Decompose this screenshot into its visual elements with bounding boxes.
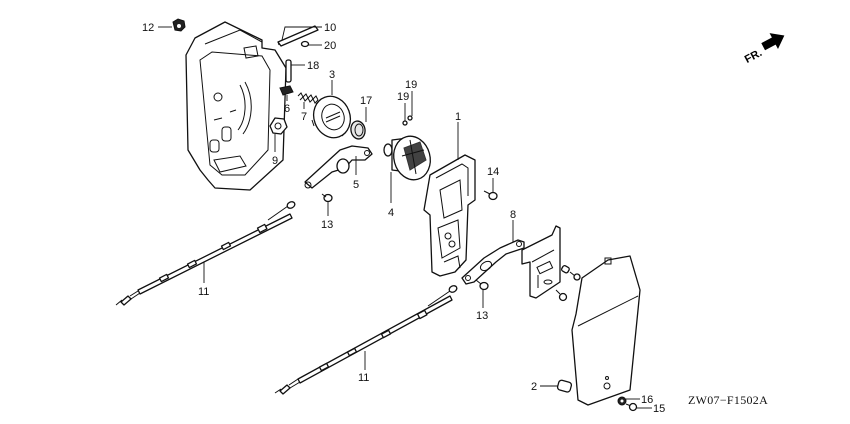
callout-19-b: 19 [405, 79, 417, 91]
callout-7: 7 [301, 111, 307, 123]
part-14-bolt[interactable] [483, 190, 498, 201]
remote-control-case-left[interactable] [185, 21, 287, 191]
part-1-frame[interactable] [423, 154, 476, 277]
part-9-washer[interactable] [269, 117, 288, 135]
callout-18: 18 [307, 60, 319, 72]
part-17-circlip[interactable] [350, 120, 367, 140]
callout-13-b: 13 [476, 310, 488, 322]
front-direction-indicator: FR. [743, 33, 785, 66]
part-8-link[interactable] [461, 239, 525, 285]
callout-17: 17 [360, 95, 372, 107]
part-13-bolt-lower[interactable] [475, 279, 489, 291]
callout-11-b: 11 [358, 372, 369, 384]
diagram-code: ZW07−F1502A [688, 393, 768, 407]
callout-3: 3 [329, 69, 335, 81]
callout-19-a: 19 [397, 91, 409, 103]
part-11-cable-lower[interactable] [274, 284, 458, 395]
arrow-forward-icon [761, 33, 785, 51]
callout-10: 10 [324, 22, 336, 34]
callout-11-a: 11 [198, 286, 209, 298]
callout-5: 5 [353, 179, 359, 191]
front-label: FR. [743, 47, 764, 66]
callout-labels: 12 10 20 18 3 6 7 17 19 19 9 5 1 4 14 13… [142, 22, 665, 415]
callout-12: 12 [142, 22, 154, 34]
part-19-ball-b[interactable] [407, 115, 413, 121]
part-6-detent[interactable] [279, 85, 294, 96]
part-16-washer[interactable] [617, 396, 627, 406]
part-15-screw[interactable] [625, 402, 638, 412]
screw-bracket[interactable] [555, 289, 568, 302]
callout-8: 8 [510, 209, 516, 221]
part-4-drum[interactable] [383, 132, 435, 184]
leader-lines [158, 26, 652, 409]
callout-20: 20 [324, 40, 336, 52]
collar-bolt[interactable] [560, 264, 581, 281]
part-20-pin[interactable] [300, 40, 310, 48]
bracket-plate[interactable] [521, 225, 561, 299]
callout-1: 1 [455, 111, 461, 123]
callout-6: 6 [284, 103, 290, 115]
part-19-ball-a[interactable] [402, 120, 408, 126]
cover-plate[interactable] [571, 255, 641, 406]
callout-14: 14 [487, 166, 499, 178]
part-7-spring[interactable] [297, 92, 319, 104]
callout-15: 15 [653, 403, 665, 415]
part-18-pin[interactable] [285, 59, 292, 83]
part-12-bolt[interactable] [172, 18, 186, 32]
part-5-lever[interactable] [304, 145, 373, 189]
part-10-key[interactable] [277, 25, 319, 47]
callout-16: 16 [641, 394, 653, 406]
callout-13-a: 13 [321, 219, 333, 231]
callout-4: 4 [388, 207, 394, 219]
callout-9: 9 [272, 155, 278, 167]
part-3-cam[interactable] [308, 91, 356, 143]
callout-2: 2 [531, 381, 537, 393]
part-11-cable-upper[interactable] [115, 201, 296, 306]
part-13-bolt-upper[interactable] [321, 193, 333, 203]
part-2-grommet[interactable] [556, 379, 573, 393]
